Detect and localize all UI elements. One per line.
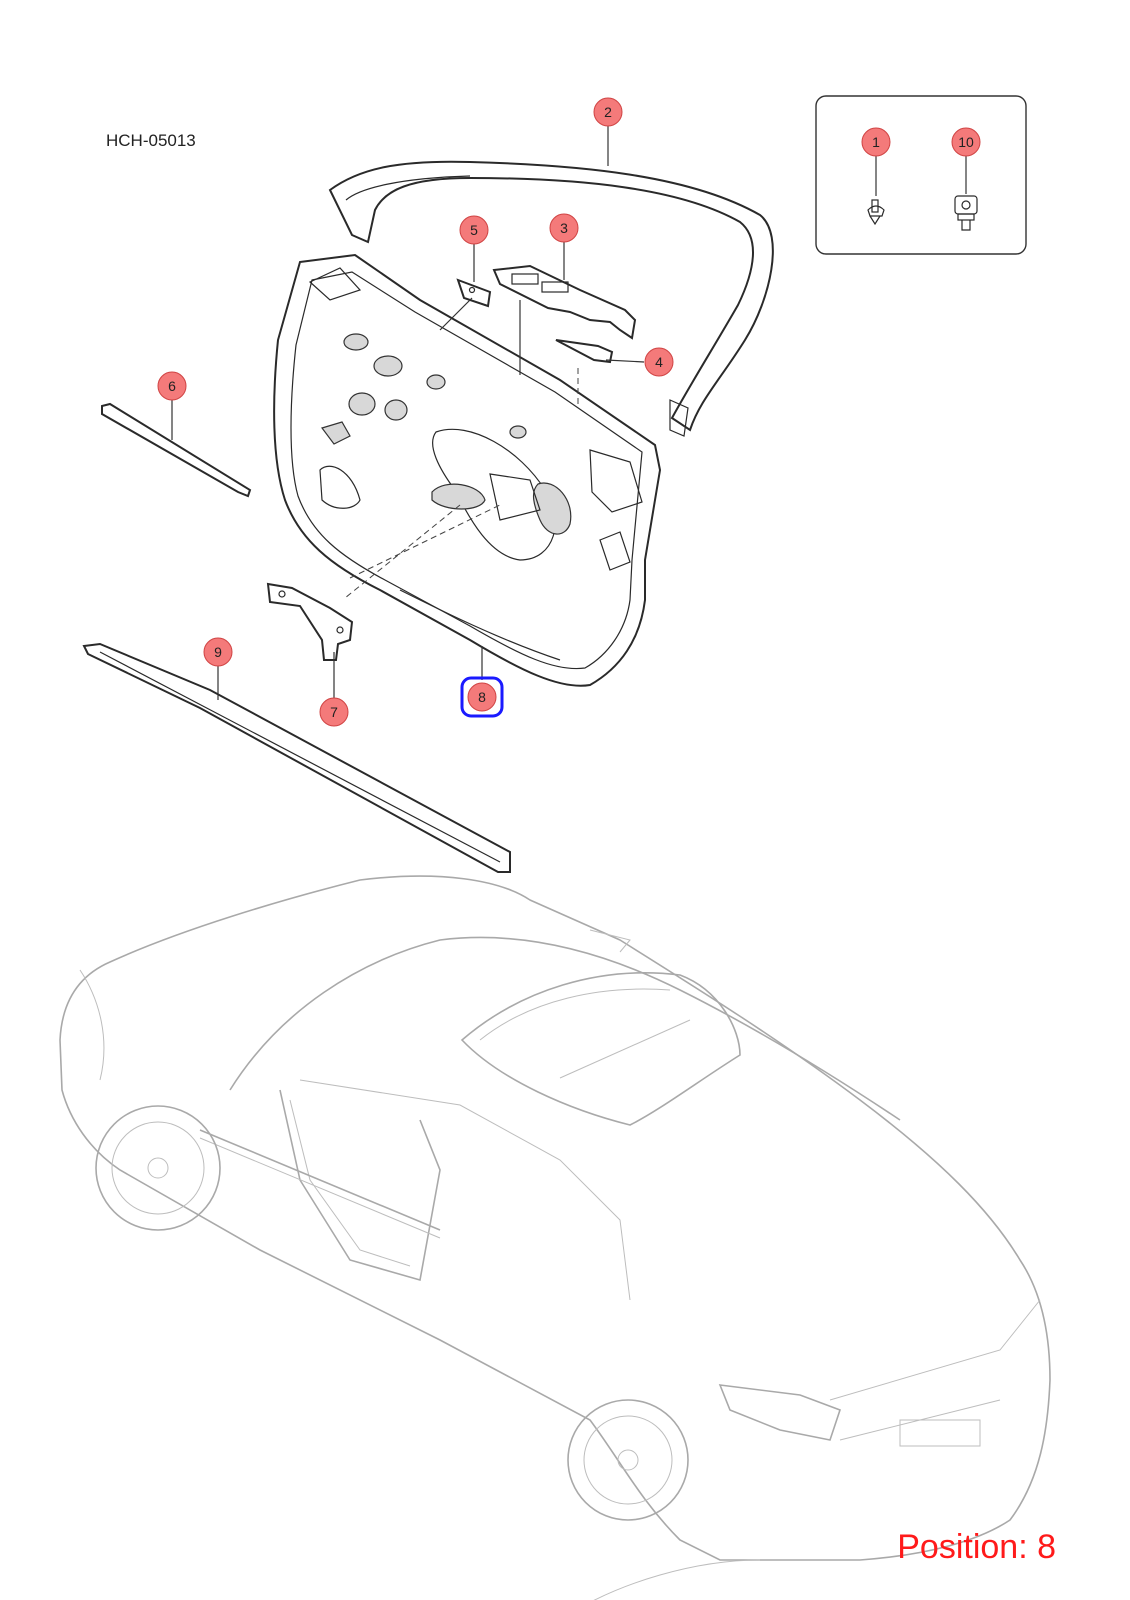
svg-text:10: 10 (958, 134, 974, 150)
svg-text:1: 1 (872, 134, 880, 150)
callout-9[interactable]: 9 (203, 637, 233, 667)
selected-highlight (460, 676, 504, 718)
callout-10[interactable]: 10 (951, 127, 981, 157)
clip-part[interactable] (867, 199, 885, 226)
bracket-part[interactable] (439, 278, 492, 331)
callout-1[interactable]: 1 (861, 127, 891, 157)
svg-text:8: 8 (478, 689, 486, 705)
svg-text:6: 6 (168, 378, 176, 394)
assembly-line (344, 504, 461, 599)
svg-text:3: 3 (560, 220, 568, 236)
svg-text:9: 9 (214, 644, 222, 660)
window-switch-part[interactable] (492, 264, 637, 408)
callout-3[interactable]: 3 (549, 213, 579, 243)
callout-7[interactable]: 7 (319, 697, 349, 727)
bolt-part[interactable] (954, 195, 978, 231)
svg-text:2: 2 (604, 104, 612, 120)
assembly-line (349, 504, 501, 579)
door-panel-part[interactable] (273, 253, 662, 687)
callout-8[interactable]: 8 (460, 676, 504, 718)
drawing-code: HCH-05013 (106, 131, 196, 150)
hinge-bracket-part[interactable] (266, 582, 354, 661)
trim-piece-part[interactable] (555, 339, 614, 364)
position-label: Position: 8 (897, 1528, 1056, 1566)
callout-5[interactable]: 5 (459, 215, 489, 245)
svg-text:7: 7 (330, 704, 338, 720)
callout-6[interactable]: 6 (157, 371, 187, 401)
belt-moulding-part[interactable] (101, 402, 252, 498)
callout-4[interactable]: 4 (644, 347, 674, 377)
callout-2[interactable]: 2 (593, 97, 623, 127)
vehicle-outline (59, 875, 1051, 1600)
fastener-inset (815, 95, 1027, 255)
svg-text:4: 4 (655, 354, 663, 370)
leader-4 (605, 359, 645, 363)
sill-strip-part[interactable] (82, 642, 511, 873)
svg-text:5: 5 (470, 222, 478, 238)
window-frame-part[interactable] (328, 160, 774, 437)
